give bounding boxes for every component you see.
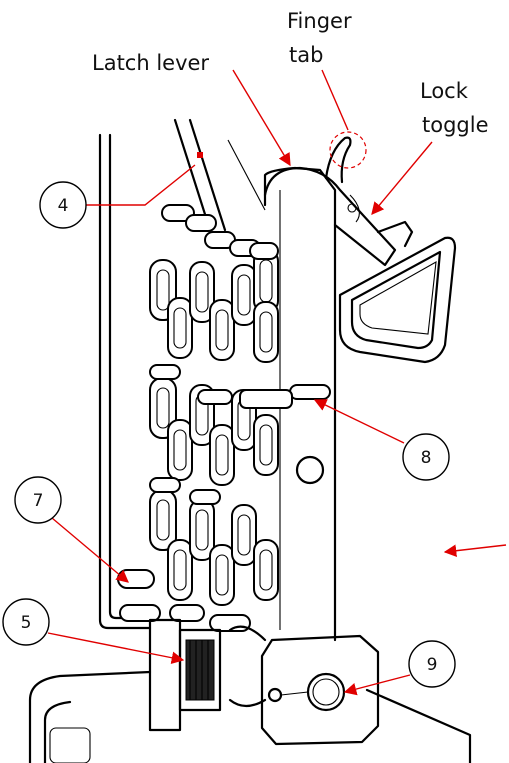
leader-7 <box>51 517 129 583</box>
chain-link <box>167 419 193 481</box>
chain-link <box>253 539 279 601</box>
chain-link <box>167 297 193 359</box>
chain-link <box>209 299 235 361</box>
frame-housing <box>28 118 472 763</box>
leader-5 <box>47 632 185 664</box>
callout-8: 8 <box>402 433 450 481</box>
chain-link <box>149 489 177 551</box>
callout-4: 4 <box>39 181 87 229</box>
label-latch-lever: Latch lever <box>92 51 209 75</box>
leader-9 <box>343 674 411 696</box>
chain-link <box>209 544 235 606</box>
leader-lock-toggle <box>371 141 433 215</box>
knob-bracket <box>260 634 380 746</box>
chain-link <box>231 264 257 326</box>
chain-link <box>231 504 257 566</box>
spool-part <box>148 618 267 732</box>
leader-8 <box>313 399 405 444</box>
text-labels: Latch lever Finger tab Lock toggle <box>92 9 489 137</box>
label-finger-tab-line1: Finger <box>287 9 352 33</box>
callout-8-number: 8 <box>421 448 432 468</box>
callout-5: 5 <box>2 598 50 646</box>
callout-5-number: 5 <box>21 613 32 633</box>
chain-link <box>253 414 279 476</box>
chain-link <box>253 301 279 363</box>
chain-link <box>167 539 193 601</box>
label-lock-toggle-line2: toggle <box>422 113 489 137</box>
chain-assembly <box>117 204 331 632</box>
callout-7: 7 <box>14 476 62 524</box>
finger-tab-highlight <box>329 131 367 169</box>
leader-latch-lever <box>232 69 291 167</box>
label-lock-toggle-line1: Lock <box>420 79 469 103</box>
callout-9-number: 9 <box>427 655 438 675</box>
lock-toggle-part <box>338 220 457 364</box>
callout-7-number: 7 <box>33 491 44 511</box>
latch-lever-part <box>263 131 397 267</box>
leader-finger-tab <box>321 69 349 131</box>
leader-unlabeled <box>443 544 507 557</box>
chain-link <box>209 424 235 486</box>
leader-lines <box>47 69 507 696</box>
callout-9: 9 <box>408 640 456 688</box>
leader-4 <box>85 164 196 206</box>
callout-4-number: 4 <box>58 196 69 216</box>
label-finger-tab-line2: tab <box>289 43 323 67</box>
